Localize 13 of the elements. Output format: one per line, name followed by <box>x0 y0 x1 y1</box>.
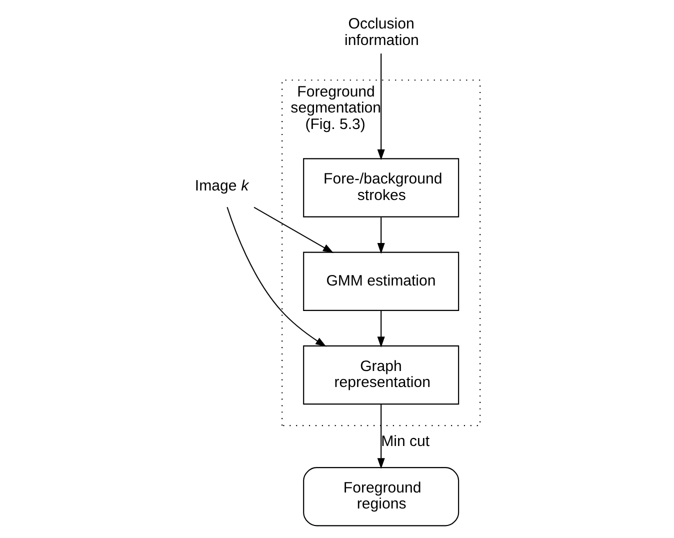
arrow <box>376 404 384 469</box>
node-box: Fore-/background strokes <box>302 158 459 218</box>
edge-label: Min cut <box>380 433 430 450</box>
node-text: Occlusion information <box>344 16 418 49</box>
arrow <box>253 206 334 254</box>
arrow <box>376 310 384 348</box>
arrow <box>376 217 384 254</box>
node-box: Foreground regions <box>302 467 459 526</box>
node-box: Graph representation <box>302 345 459 405</box>
node-box: GMM estimation <box>302 252 459 311</box>
node-text: Image k <box>194 178 248 195</box>
arrow <box>226 206 326 347</box>
arrow <box>376 54 384 160</box>
